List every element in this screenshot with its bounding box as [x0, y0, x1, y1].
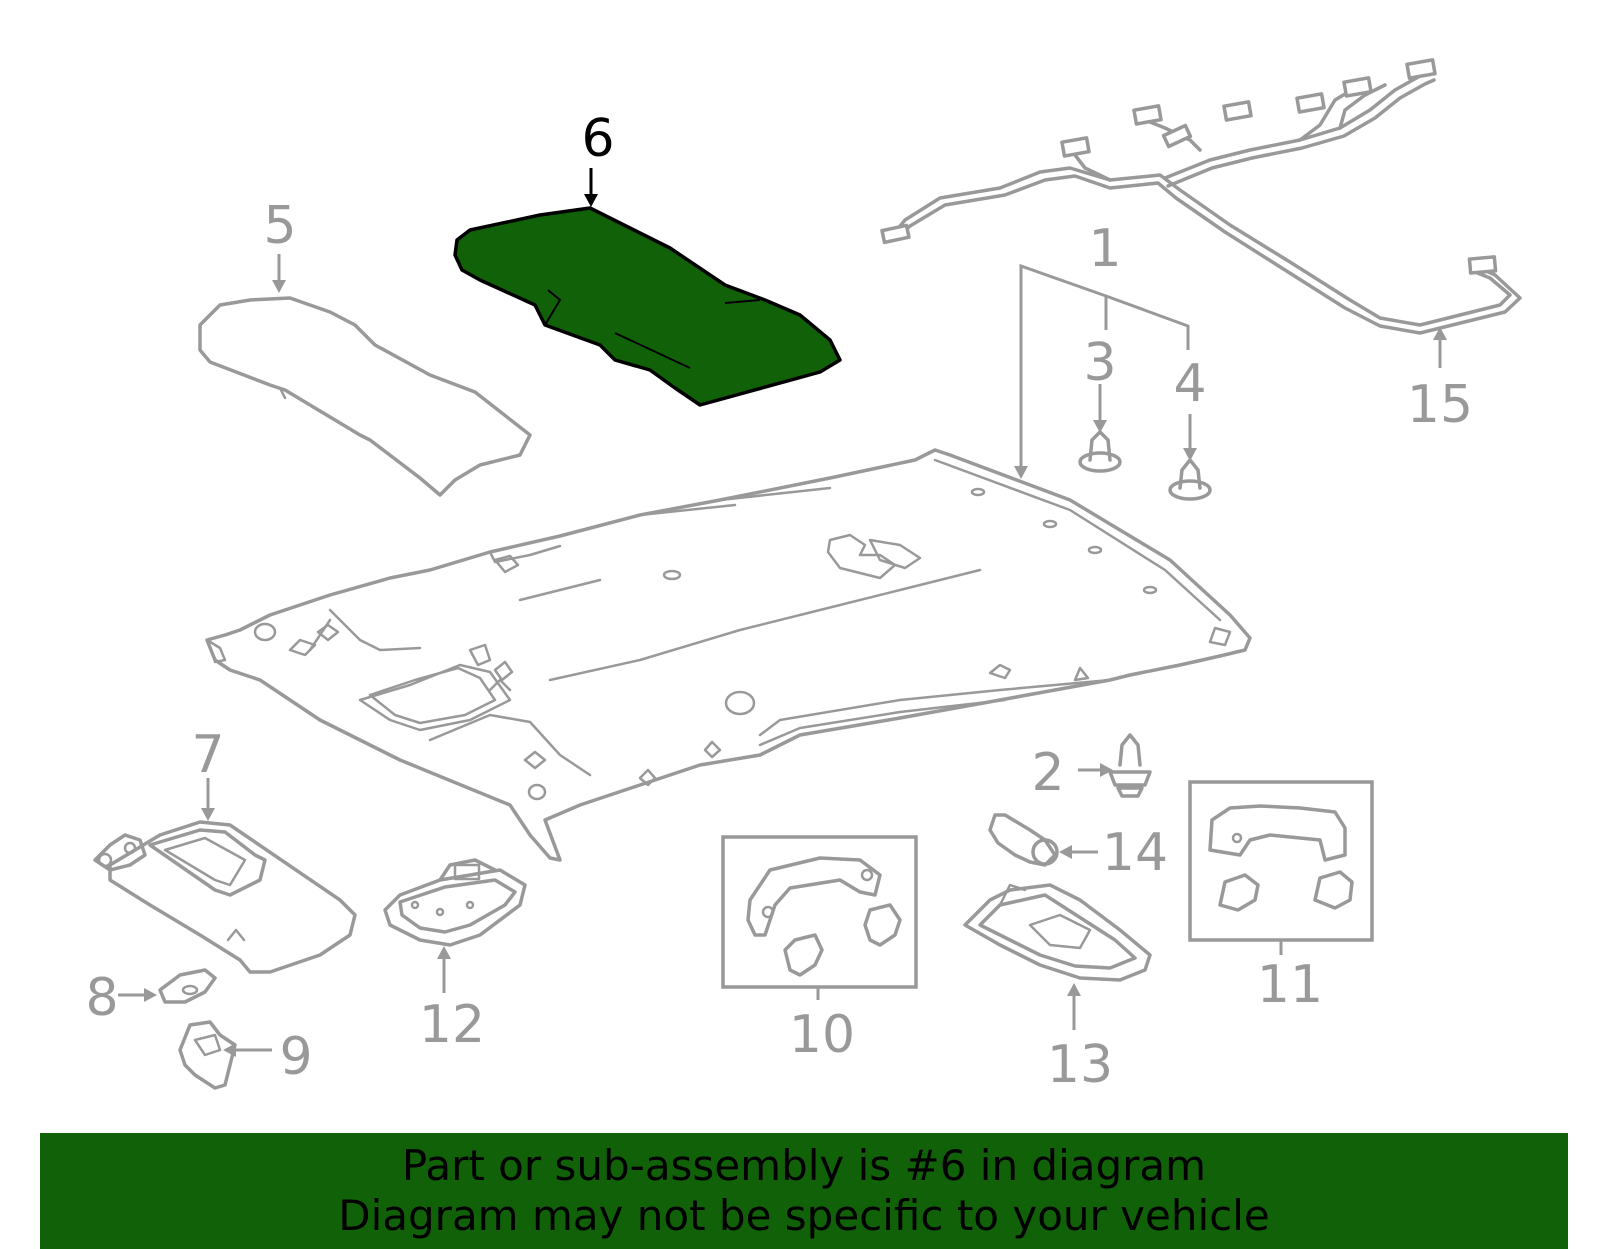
part-6-pad-highlighted: [453, 206, 842, 407]
part-4-clip: [1168, 458, 1212, 501]
callout-1: 1: [1088, 219, 1121, 279]
callout-numbers: 1 2 3 4 5 6 7 8 9 10 11 12 13 14 15: [85, 109, 1473, 1095]
callout-14: 14: [1102, 823, 1168, 883]
callout-11: 11: [1257, 955, 1323, 1015]
callout-10: 10: [789, 1005, 855, 1065]
parts-diagram: 1 2 3 4 5 6 7 8 9 10 11 12 13 14 15: [85, 58, 1522, 1095]
part-1-headliner: [205, 448, 1252, 862]
info-banner: Part or sub-assembly is #6 in diagram Di…: [40, 1133, 1568, 1249]
callout-7: 7: [191, 725, 224, 785]
callout-9: 9: [279, 1027, 312, 1087]
leader-lines: [118, 168, 1447, 1057]
part-9-holder: [178, 1020, 237, 1090]
banner-line-2: Diagram may not be specific to your vehi…: [338, 1191, 1270, 1240]
callout-4: 4: [1173, 354, 1206, 414]
callout-3: 3: [1083, 333, 1116, 393]
part-14-bulb: [988, 813, 1059, 867]
part-15-wire-harness: [880, 58, 1522, 335]
callout-15: 15: [1407, 375, 1473, 435]
banner-line-1: Part or sub-assembly is #6 in diagram: [401, 1141, 1207, 1190]
part-3-clip: [1078, 430, 1122, 473]
callout-2: 2: [1031, 743, 1064, 803]
part-2-clip: [1108, 733, 1152, 798]
part-13-lamp: [963, 883, 1152, 982]
callout-8: 8: [85, 968, 118, 1028]
part-5-pad: [198, 296, 532, 497]
part-12-lamp: [383, 858, 527, 947]
part-8-cap: [158, 968, 217, 1004]
callout-6: 6: [581, 109, 614, 169]
callout-13: 13: [1047, 1035, 1113, 1095]
callout-12: 12: [419, 995, 485, 1055]
part-11-grip-box: [1188, 780, 1374, 942]
callout-5: 5: [263, 196, 296, 256]
part-10-grip-box: [721, 835, 918, 989]
part-7-sun-visor: [93, 820, 357, 974]
